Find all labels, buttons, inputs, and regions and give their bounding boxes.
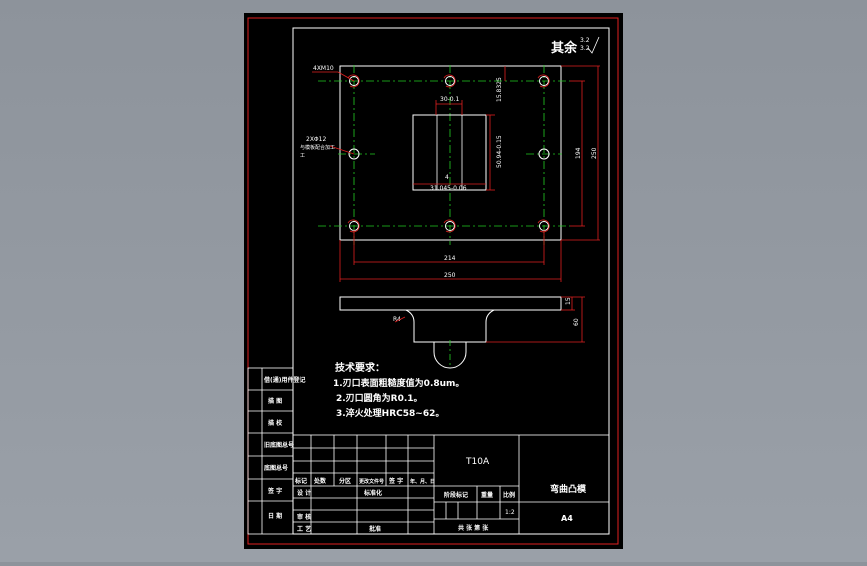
hole-top-right (539, 76, 549, 86)
sheet-size: A4 (561, 514, 573, 523)
notes-line-1: 1.刃口表面粗糙度值为0.8um。 (333, 377, 464, 389)
outer-frame (247, 17, 619, 545)
notes-title: 技术要求： (335, 361, 385, 374)
title-block-grid (292, 434, 610, 535)
hdr-doc: 更改文件号 (359, 478, 384, 485)
scale-value: 1:2 (505, 509, 515, 516)
roughness-value-top: 3.2 (580, 37, 590, 44)
hdr-date: 年、月、日 (410, 478, 435, 485)
row-review: 审 核 (297, 513, 311, 521)
roughness-symbol (587, 36, 600, 54)
side-row-2: 描 图 (268, 397, 282, 405)
side-row-7: 日 期 (268, 512, 282, 520)
hole-thread-arcs (347, 74, 550, 233)
dim-right-inner: 194 (575, 147, 582, 159)
dim-opening-height: 50.94-0.15 (496, 135, 503, 168)
row-approve: 批准 (369, 525, 381, 533)
material: T10A (465, 457, 490, 467)
row-craft: 工 艺 (297, 525, 311, 533)
dim-radius: R4 (393, 316, 401, 323)
pin-hole-left (348, 148, 360, 160)
hdr-count: 处数 (313, 477, 327, 485)
notes-line-2: 2.刃口圆角为R0.1。 (336, 392, 423, 404)
dim-side-thick: 15 (565, 297, 572, 305)
side-view (339, 296, 562, 369)
side-row-5: 底图总号 (264, 464, 288, 472)
pin-hole-right (538, 148, 550, 160)
hole-top-center (445, 76, 455, 86)
dim-bottom-inner: 214 (444, 255, 456, 262)
dim-opening-width: 31.045-0.06 (430, 185, 467, 192)
part-name: 弯曲凸模 (550, 483, 587, 495)
dim-side-height: 60 (573, 318, 580, 326)
hole-top-left (349, 76, 359, 86)
callout-holes-side-3: 工 (300, 153, 305, 159)
center-lines (318, 65, 570, 245)
side-row-1: 借(通)用件登记 (263, 376, 306, 384)
hdr-zone: 分区 (339, 477, 351, 485)
scale-label: 比例 (503, 491, 515, 499)
notes-line-3: 3.淬火处理HRC58~62。 (336, 407, 444, 419)
roughness-value-bottom: 3.2 (580, 45, 590, 52)
plate-outline (339, 65, 562, 241)
side-block (247, 367, 294, 535)
row-std: 标准化 (363, 489, 382, 497)
dim-right-outer: 250 (591, 147, 598, 159)
dimension-lines (312, 65, 600, 282)
stage-mark: 阶段标记 (444, 491, 468, 499)
side-row-3: 描 校 (268, 419, 283, 427)
side-view-dims (394, 296, 585, 343)
weight: 重量 (481, 491, 493, 499)
callout-holes-side-2: 与模板配合加工 (300, 144, 335, 151)
callout-holes-top: 4XM10 (313, 65, 334, 72)
hole-bottom-center (445, 221, 455, 231)
dim-top-offset: 15.8325 (496, 77, 503, 102)
sheet-background (244, 13, 623, 549)
hdr-sign: 签 字 (388, 477, 403, 485)
punch-opening (412, 114, 487, 191)
callout-holes-side-1: 2XΦ12 (306, 136, 326, 143)
sheets: 共 张 第 张 (458, 524, 489, 532)
side-row-4: 旧底图总号 (264, 441, 294, 449)
roughness-label: 其余 (551, 40, 578, 56)
side-row-6: 签 字 (267, 487, 282, 495)
dim-slot-width: 30-0.1 (440, 96, 460, 103)
row-design: 设 计 (297, 489, 311, 497)
dim-bottom-outer: 250 (444, 272, 456, 279)
dim-opening-ref: 4 (445, 174, 449, 181)
hdr-mark: 标记 (294, 477, 307, 485)
